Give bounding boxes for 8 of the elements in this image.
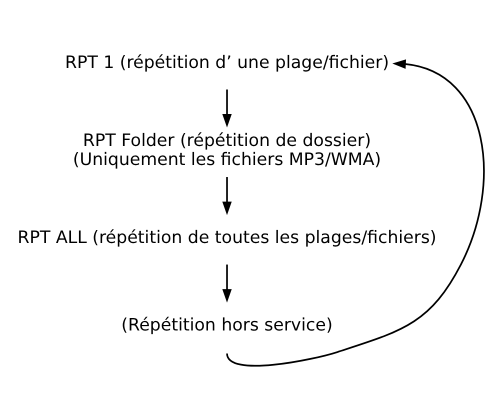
- node-text: RPT Folder (répétition de dossier) (Uniquement les fichiers MP3/WMA): [72, 131, 382, 170]
- node-text: RPT 1 (répétition d’ une plage/fichier): [64, 53, 390, 74]
- arrow: [222, 177, 232, 216]
- arrow: [222, 264, 232, 303]
- arrow: [226, 59, 485, 367]
- node-text: RPT ALL (répétition de toutes les plages/fichiers): [17, 228, 437, 248]
- arrow: [222, 89, 232, 128]
- node-text: (Répétition hors service): [121, 316, 333, 336]
